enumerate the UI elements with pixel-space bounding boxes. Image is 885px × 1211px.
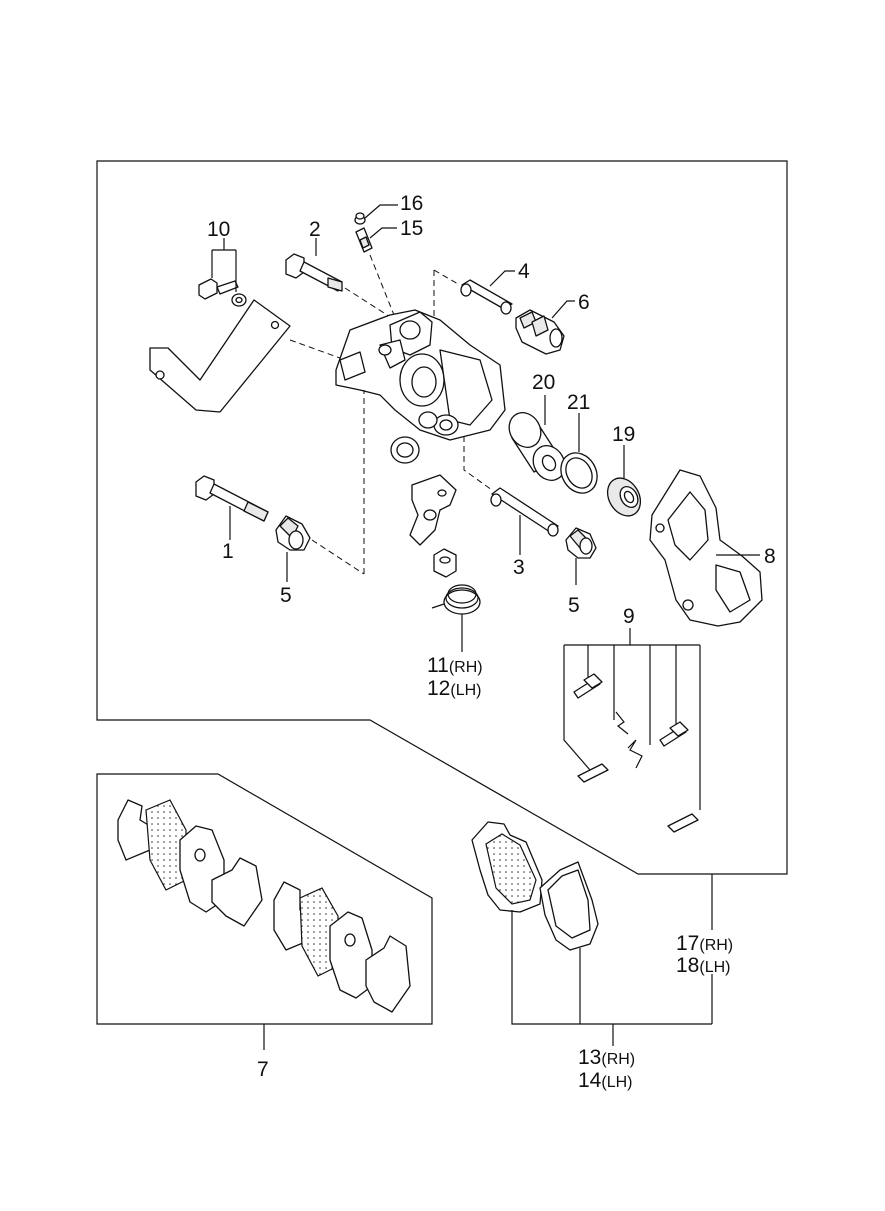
boot-6-drawing (515, 309, 565, 355)
boot-5-right-drawing (565, 527, 597, 559)
label-10: 10 (207, 218, 230, 241)
leader-4 (489, 270, 515, 287)
label-5-left: 5 (280, 584, 292, 607)
label-18: 18(LH) (676, 954, 730, 977)
leader-10 (211, 238, 237, 292)
pad-kit-frame (96, 773, 433, 1025)
spring-11-12-drawing (431, 584, 481, 615)
leader-13-14 (511, 910, 712, 1046)
bleeder-cap-16-drawing (354, 212, 366, 225)
caliper-body-drawing (335, 309, 506, 441)
long-bolt-1-drawing (195, 475, 269, 522)
piston-seal-21-drawing (560, 452, 598, 494)
guide-pin-3-drawing (490, 487, 559, 537)
label-21: 21 (567, 391, 590, 414)
label-19: 19 (612, 423, 635, 446)
label-7: 7 (257, 1058, 269, 1081)
label-15: 15 (400, 217, 423, 240)
dust-boot-19-drawing (606, 477, 642, 517)
pad-kit-7-drawing (117, 799, 411, 1013)
bolt-10-drawing (198, 278, 247, 307)
leader-9 (563, 628, 701, 810)
caliper-carrier-8-drawing (649, 469, 763, 627)
label-9: 9 (623, 605, 635, 628)
boot-5-left-drawing (275, 515, 311, 551)
caliper-bracket-arm (149, 299, 291, 413)
label-8: 8 (764, 545, 776, 568)
label-5-right: 5 (568, 594, 580, 617)
label-6: 6 (578, 291, 590, 314)
label-4: 4 (518, 260, 530, 283)
label-12: 12(LH) (427, 677, 481, 700)
label-17: 17(RH) (676, 932, 733, 955)
parking-lever-drawing (409, 474, 457, 546)
bleeder-screw-15-drawing (355, 227, 373, 253)
leader-6 (551, 300, 575, 319)
piston-20-drawing (508, 412, 566, 481)
label-14: 14(LH) (578, 1069, 632, 1092)
main-group-frame (96, 160, 788, 875)
label-13: 13(RH) (578, 1046, 635, 1069)
callout-labels: 10 2 16 15 4 6 20 21 19 8 1 5 3 5 9 11(R… (207, 192, 776, 1092)
label-1: 1 (222, 540, 234, 563)
label-2: 2 (309, 218, 321, 241)
label-11: 11(RH) (427, 654, 483, 677)
clips-9-drawing (573, 673, 699, 833)
adjuster-nut-drawing (433, 548, 457, 578)
guide-pin-4-drawing (460, 279, 513, 315)
pads-13-14-drawing (471, 821, 599, 951)
caliper-lower-seal-drawing (390, 436, 420, 464)
leader-16 (364, 204, 398, 219)
leader-15 (369, 227, 397, 239)
dashed-bracket-to-caliper (289, 339, 341, 359)
label-20: 20 (532, 371, 555, 394)
guide-bolt-2-drawing (285, 253, 343, 292)
label-16: 16 (400, 192, 423, 215)
label-3: 3 (513, 556, 525, 579)
